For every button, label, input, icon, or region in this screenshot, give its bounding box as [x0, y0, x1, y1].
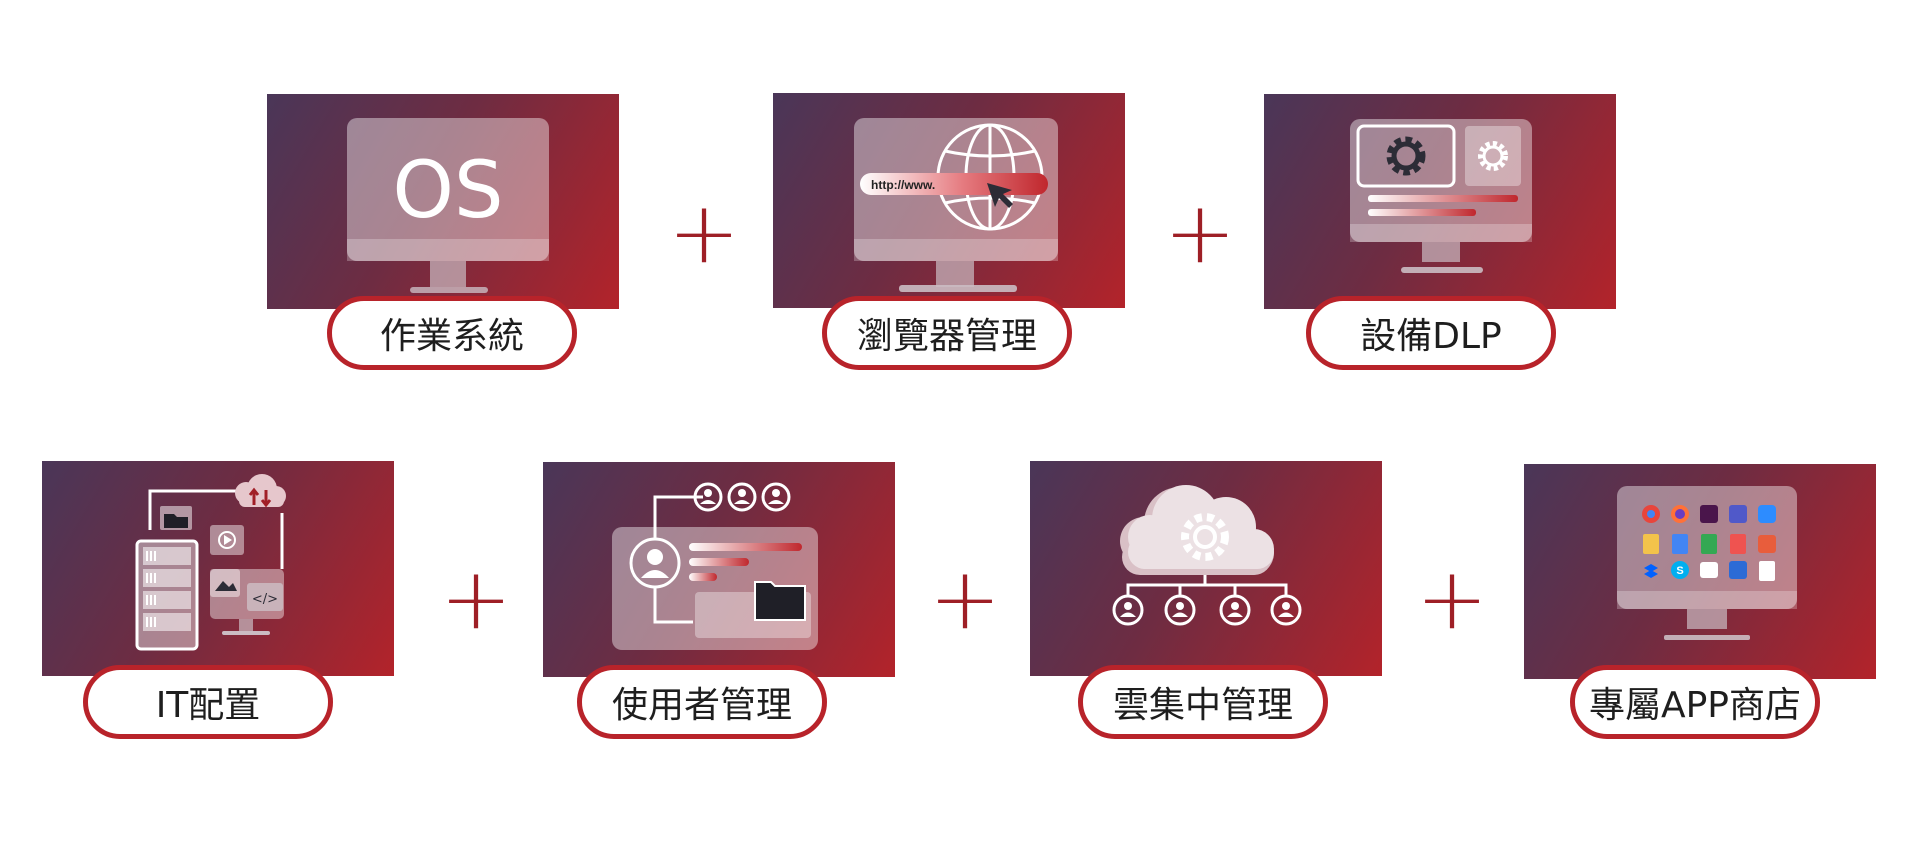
- avatar-icons: [693, 482, 791, 512]
- browser-tile: http://www.: [773, 93, 1125, 308]
- it-tile: </>: [42, 461, 394, 676]
- os-label: 作業系統: [327, 296, 577, 370]
- app-label: 專屬APP商店: [1570, 665, 1820, 739]
- cloud-upload-icon: [235, 474, 286, 508]
- app-icons-grid: [1642, 505, 1776, 581]
- os-monitor-icon: OS: [347, 118, 549, 293]
- app-tile: S: [1524, 464, 1876, 679]
- plus-operator-1: +: [668, 183, 741, 283]
- plus-operator-4: +: [929, 549, 1002, 649]
- it-config-icon: </>: [135, 474, 286, 651]
- url-text: http://www.: [871, 178, 935, 192]
- dlp-label: 設備DLP: [1306, 296, 1556, 370]
- os-screen-text: OS: [393, 146, 504, 236]
- plus-operator-5: +: [1416, 549, 1489, 649]
- gear-icon-cloud: [1181, 513, 1229, 561]
- user-node-icons: [1112, 594, 1302, 626]
- play-icon: [218, 531, 236, 549]
- dlp-tile: [1264, 94, 1616, 309]
- user-tile: [543, 462, 895, 677]
- cloud-label: 雲集中管理: [1078, 665, 1328, 739]
- cloud-network-icon: [1112, 485, 1302, 626]
- app-store-icon: S: [1617, 486, 1797, 640]
- user-label: 使用者管理: [577, 665, 827, 739]
- plus-operator-3: +: [440, 549, 513, 649]
- folder-icon: [164, 514, 188, 528]
- image-icon: [215, 581, 237, 591]
- browser-globe-icon: http://www.: [854, 118, 1058, 292]
- gear-icon-large: [1386, 136, 1426, 176]
- code-icon: </>: [252, 592, 278, 607]
- cloud-tile: [1030, 461, 1382, 676]
- device-gear-icon: [1350, 119, 1532, 273]
- cursor-icon: [987, 183, 1013, 208]
- user-profile-icon: [612, 482, 818, 650]
- browser-label: 瀏覽器管理: [822, 296, 1072, 370]
- svg-text:S: S: [1676, 565, 1683, 577]
- plus-operator-2: +: [1164, 183, 1237, 283]
- folder-icon-user: [754, 581, 806, 621]
- os-tile: OS: [267, 94, 619, 309]
- it-label: IT配置: [83, 665, 333, 739]
- gear-icon-small: [1478, 141, 1508, 171]
